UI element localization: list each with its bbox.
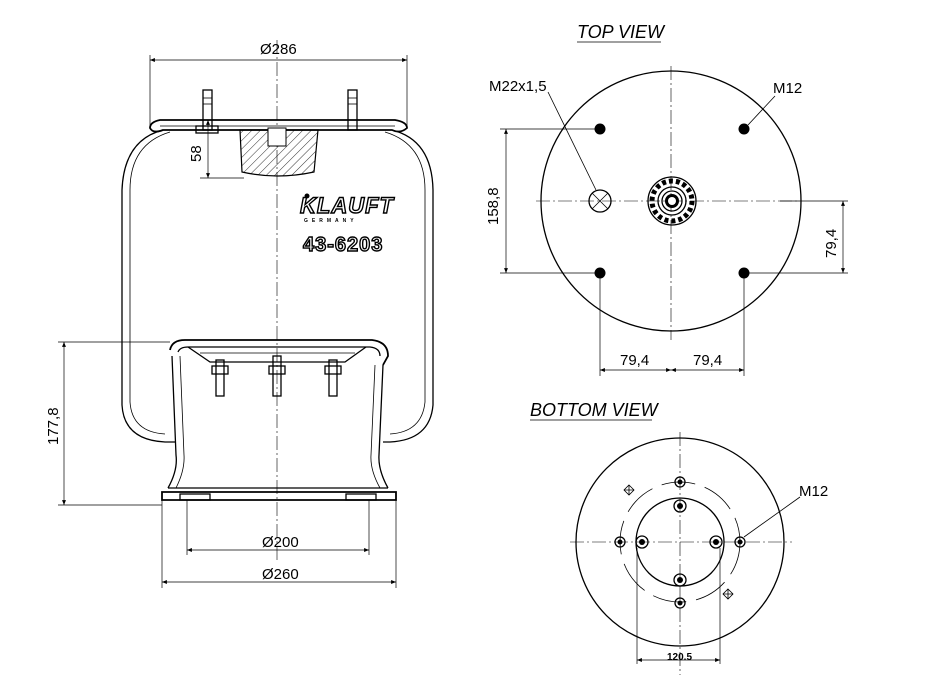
dim-piston-inner: Ø200 <box>262 534 299 551</box>
bolt-icon <box>709 535 723 549</box>
marker-icon <box>623 484 635 496</box>
dim-piston-outer: Ø260 <box>262 566 299 583</box>
marker-icon <box>722 588 734 600</box>
stud-icon <box>738 267 750 279</box>
bottom-view-title: BOTTOM VIEW <box>530 400 660 420</box>
stud-icon <box>738 123 750 135</box>
bolt-icon <box>674 597 686 609</box>
bolt-icon <box>734 536 746 548</box>
bolt-icon <box>614 536 626 548</box>
dim-half-offset: 79,4 <box>823 229 840 258</box>
bolt-icon <box>635 535 649 549</box>
dim-left: 79,4 <box>620 352 649 369</box>
dim-right: 79,4 <box>693 352 722 369</box>
dim-stud-height: 58 <box>188 145 205 162</box>
bolt-icon <box>674 476 686 488</box>
top-view-title: TOP VIEW <box>577 22 666 42</box>
air-fitting-icon <box>588 189 612 213</box>
brand-logo: KLAUFT <box>300 193 395 218</box>
dim-top-diameter: Ø286 <box>260 41 297 58</box>
label-air-fitting: M22x1,5 <box>489 78 547 95</box>
top-view: TOP VIEW M22x1,5 M12 <box>485 22 848 376</box>
side-view: KLAUFT GERMANY 43-6203 Ø286 58 177,8 Ø20… <box>45 40 434 588</box>
bolt-icon <box>673 499 687 513</box>
bolt-icon <box>673 573 687 587</box>
brand-subtitle: GERMANY <box>304 218 358 224</box>
dim-height: 177,8 <box>45 407 62 445</box>
part-number: 43-6203 <box>303 234 383 256</box>
dim-spacing: 120.5 <box>667 652 692 663</box>
hub-icon <box>647 176 697 226</box>
label-top-stud: M12 <box>773 80 802 97</box>
dim-vertical-spacing: 158,8 <box>485 187 502 225</box>
bottom-view: BOTTOM VIEW M12 120.5 <box>530 400 828 675</box>
label-bottom-stud: M12 <box>799 483 828 500</box>
stud-icon <box>594 267 606 279</box>
stud-icon <box>594 123 606 135</box>
